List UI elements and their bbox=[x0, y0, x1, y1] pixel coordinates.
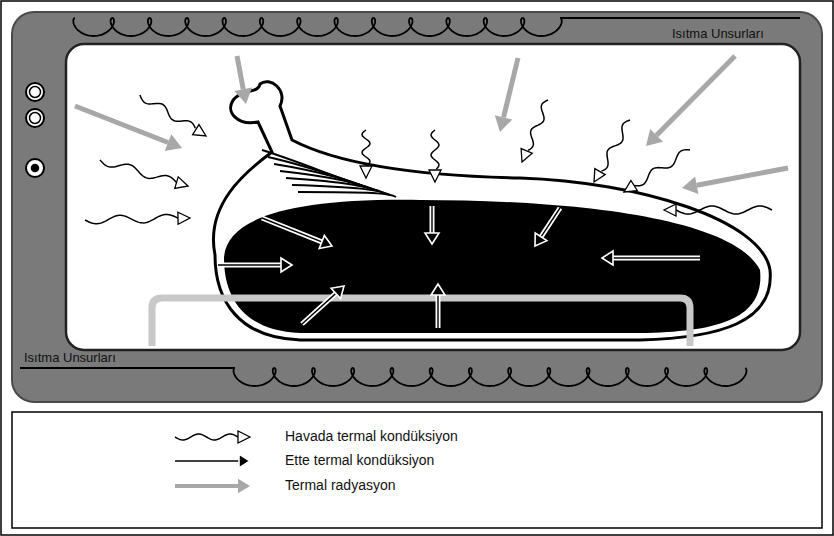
radiation-arrow bbox=[237, 56, 243, 89]
meat-conduction-core bbox=[613, 257, 700, 258]
heating-coil bbox=[234, 368, 747, 386]
air-conduction-arrow bbox=[140, 95, 195, 128]
knob-ring bbox=[30, 113, 41, 124]
meat-conduction-core bbox=[431, 206, 432, 233]
air-conduction-arrowhead bbox=[360, 166, 372, 178]
meat-conduction-arrow bbox=[613, 256, 700, 261]
heating-element-label: Isıtma Unsurları bbox=[24, 351, 116, 366]
air-conduction-arrow bbox=[634, 150, 690, 186]
radiation-arrowhead bbox=[682, 176, 698, 194]
air-conduction-arrow bbox=[431, 130, 439, 169]
meat-conduction-core bbox=[262, 218, 322, 242]
radiation-arrowhead bbox=[234, 88, 252, 104]
radiation-arrow bbox=[504, 58, 518, 117]
air-conduction-arrowhead bbox=[193, 125, 206, 136]
air-conduction-arrow bbox=[601, 120, 630, 171]
coil-lead bbox=[560, 17, 800, 19]
air-conduction-arrowhead bbox=[178, 212, 190, 224]
air-conduction-arrowhead bbox=[664, 204, 676, 216]
radiation-arrowhead bbox=[646, 129, 663, 146]
heat-arrows bbox=[75, 56, 788, 328]
radiation-arrow bbox=[75, 106, 168, 143]
meat-conduction-core bbox=[302, 293, 336, 324]
radiation-arrow bbox=[175, 484, 238, 488]
meat-conduction-arrowhead bbox=[331, 286, 344, 299]
legend-text: Ette termal kondüksiyon bbox=[285, 452, 434, 468]
meat-conduction-arrow bbox=[218, 263, 281, 268]
legend-box bbox=[12, 412, 822, 528]
meat-conduction-arrowhead bbox=[281, 258, 292, 272]
radiation-arrowhead bbox=[495, 115, 512, 132]
air-conduction-arrow bbox=[100, 160, 176, 182]
meat-conduction-core bbox=[175, 460, 239, 461]
radiation-arrowhead bbox=[165, 134, 182, 151]
meat-conduction-arrowhead bbox=[602, 251, 613, 265]
legend-text: Havada termal kondüksiyon bbox=[285, 428, 458, 444]
heating-element-label: Isıtma Unsurları bbox=[672, 27, 764, 42]
air-conduction-arrow bbox=[85, 214, 178, 223]
knob-ring bbox=[32, 165, 39, 172]
knob-ring bbox=[30, 87, 41, 98]
meat-conduction-core bbox=[541, 208, 560, 237]
legend-text: Termal radyasyon bbox=[285, 477, 396, 493]
radiation-arrowhead bbox=[238, 479, 250, 493]
meat-conduction-arrowhead bbox=[239, 454, 250, 468]
oven-cavity bbox=[66, 44, 800, 350]
oven-body bbox=[12, 12, 822, 402]
meat-conduction-core bbox=[437, 295, 438, 328]
oven-knob bbox=[26, 109, 44, 127]
air-conduction-arrow bbox=[528, 100, 548, 150]
air-conduction-arrowhead bbox=[429, 170, 441, 182]
oven-knob bbox=[26, 159, 44, 177]
meat-conduction-arrowhead bbox=[431, 284, 445, 295]
radiation-arrow bbox=[697, 168, 788, 185]
air-conduction-arrowhead bbox=[175, 177, 188, 189]
meat-conduction-arrowhead bbox=[319, 235, 332, 248]
air-conduction-arrowhead bbox=[624, 180, 637, 192]
air-conduction-arrow bbox=[362, 130, 370, 166]
ham-meat bbox=[224, 200, 760, 333]
roasting-tray bbox=[152, 298, 690, 346]
air-conduction-arrow bbox=[676, 206, 772, 214]
heating-coil bbox=[73, 18, 561, 36]
meat-conduction-arrow bbox=[430, 206, 435, 233]
air-conduction-arrowhead bbox=[521, 149, 532, 162]
air-conduction-arrowhead bbox=[238, 431, 250, 443]
air-conduction-arrowhead bbox=[594, 169, 605, 182]
air-conduction-arrow bbox=[175, 434, 238, 440]
meat-conduction-arrow bbox=[436, 295, 441, 328]
meat-conduction-arrow bbox=[541, 208, 560, 237]
meat-conduction-arrow bbox=[175, 459, 239, 464]
coil-lead bbox=[20, 367, 235, 369]
meat-conduction-arrowhead bbox=[425, 233, 439, 244]
oven-knob bbox=[26, 83, 44, 101]
meat-conduction-arrowhead bbox=[535, 233, 547, 246]
radiation-arrow bbox=[657, 56, 735, 135]
meat-conduction-arrow bbox=[262, 218, 322, 242]
legend-samples bbox=[175, 431, 250, 493]
meat-conduction-core bbox=[218, 264, 281, 265]
meat-conduction-arrow bbox=[302, 293, 336, 324]
ham-fat-stripe bbox=[298, 192, 396, 197]
